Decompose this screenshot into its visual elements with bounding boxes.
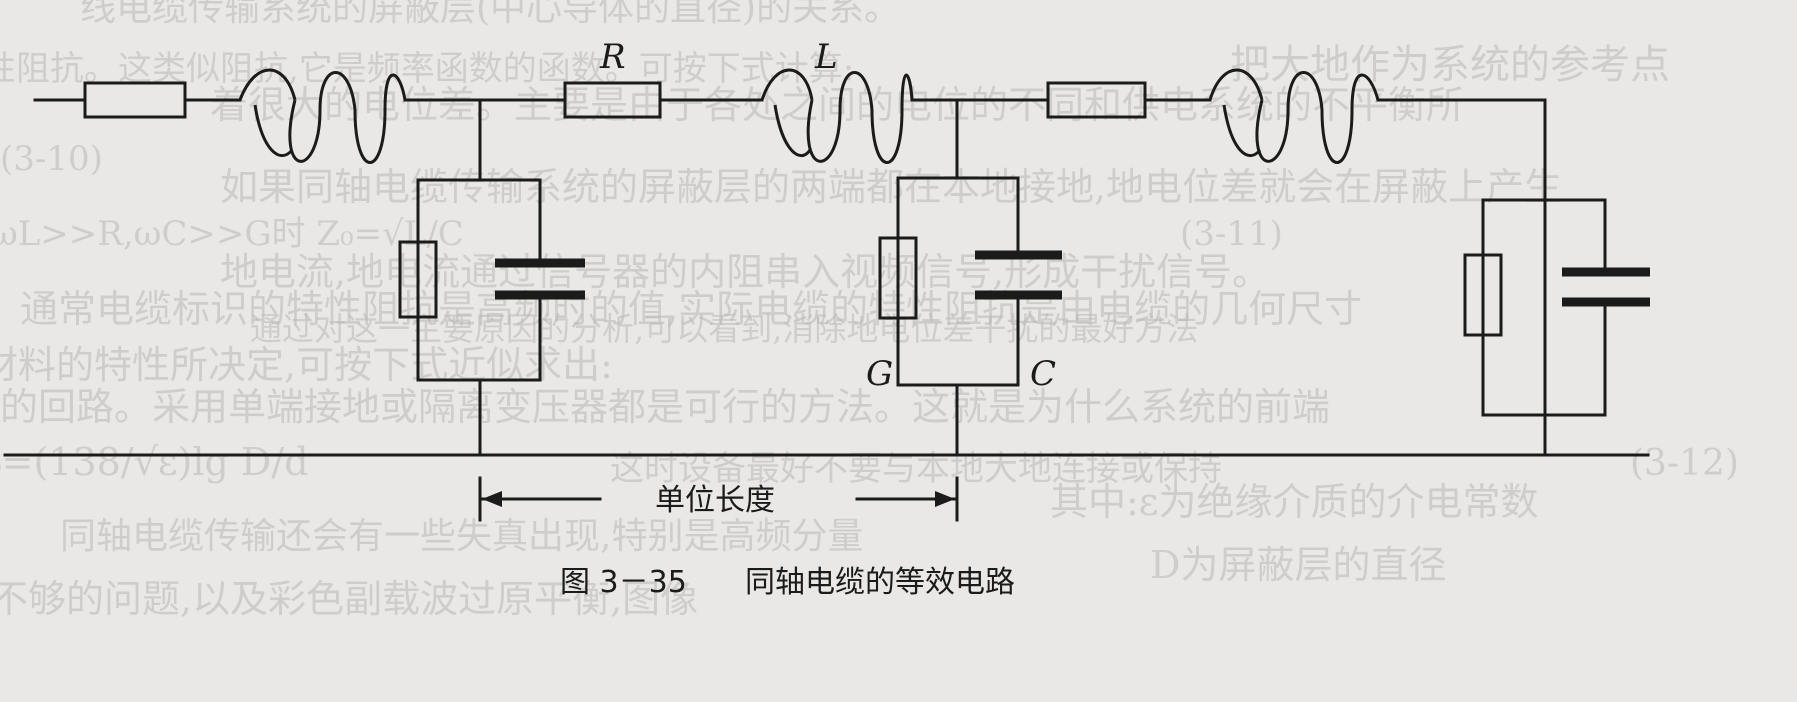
shunt-branch-3 [1463, 98, 1650, 457]
series-resistor-3 [1046, 81, 1147, 119]
unit-length-label: 单位长度 [655, 483, 775, 518]
figure-title: 同轴电缆的等效电路 [745, 565, 1015, 600]
shunt-branch-2 [878, 98, 1062, 457]
ghost-line-1: 线电缆传输系统的屏蔽层(中心导体的直径)的关系。 [80, 0, 900, 29]
ghost-line-19: D为屏蔽层的直径 [1150, 543, 1446, 587]
ghost-line-14: Z₀=(138/√ε)lg D/d [0, 440, 309, 484]
arrow-left-icon [482, 491, 502, 507]
ghost-line-8: (3-11) [1180, 214, 1283, 254]
arrow-right-icon [935, 491, 955, 507]
ghost-line-15: (3-12) [1630, 443, 1739, 484]
series-resistor-1 [83, 81, 187, 119]
label-L: L [814, 37, 838, 77]
ghost-line-17: 其中:ε为绝缘介质的介电常数 [1050, 480, 1539, 524]
label-R: R [599, 37, 626, 77]
shunt-conductance-3 [1463, 253, 1503, 337]
ghost-line-10: 通常电缆标识的特性阻抗是高频时的值,实际电缆的特性阻抗是由电缆的几何尺寸 [20, 287, 1362, 331]
unit-length-indicator: 单位长度 [478, 476, 959, 522]
ghost-line-5: (3-10) [0, 139, 103, 179]
label-G: G [866, 354, 893, 394]
figure-caption: 图 3－35 同轴电缆的等效电路 [560, 565, 1015, 600]
ghost-line-2: 把大地作为系统的参考点 [1230, 42, 1670, 88]
series-resistor-R [563, 81, 662, 119]
series-inductor-1 [238, 68, 407, 164]
series-inductor-L [760, 68, 914, 164]
shunt-conductance-G [878, 236, 918, 320]
ghost-line-18: 同轴电缆传输还会有一些失真出现,特别是高频分量 [60, 516, 863, 557]
ghost-line-7: ωL>>R,ωC>>G时 Z₀=√L/C [0, 214, 464, 254]
series-inductor-3 [1208, 68, 1380, 164]
ghost-line-4: 着很大的电位差。主要是由于各处之间的电位的不同和供电系统的不平衡所 [210, 83, 1464, 127]
shunt-conductance-1 [398, 240, 438, 319]
shunt-branch-1 [398, 98, 585, 457]
ghost-line-9: 地电流,地电流通过信号器的内阻串入视频信号,形成干扰信号。 [220, 250, 1270, 294]
ghost-line-20: 不够的问题,以及彩色副载波过原平衡,图像 [0, 577, 698, 621]
ghost-line-13: 的回路。采用单端接地或隔离变压器都是可行的方法。这就是为什么系统的前端 [0, 385, 1330, 429]
label-C: C [1030, 354, 1056, 394]
ghost-line-6: 如果同轴电缆传输系统的屏蔽层的两端都在本地接地,地电位差就会在屏蔽上产生 [220, 165, 1562, 209]
figure-number: 图 3－35 [560, 565, 687, 600]
